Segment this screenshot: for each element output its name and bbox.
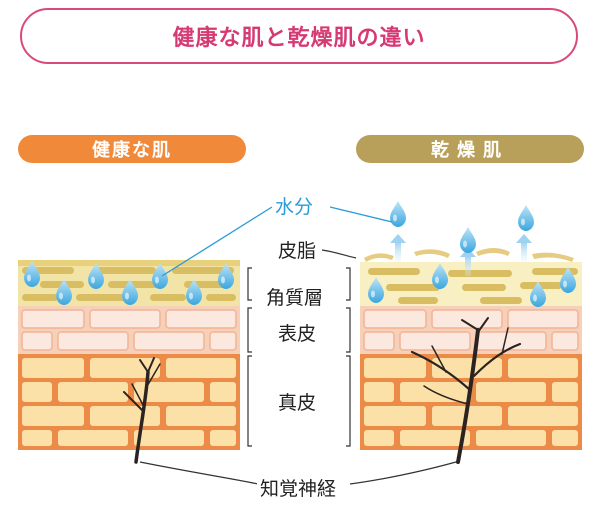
title-box: 健康な肌と乾燥肌の違い	[20, 8, 578, 64]
dry-skin-header: 乾燥肌	[356, 135, 584, 163]
water-leader-lines	[161, 206, 393, 277]
layer-brackets	[139, 249, 457, 485]
healthy-skin-header: 健康な肌	[18, 135, 246, 163]
water-label: 水分	[275, 196, 314, 218]
nerve-dry	[410, 317, 522, 464]
sensory-nerve-label: 知覚神経	[257, 474, 340, 501]
nerve-healthy	[123, 357, 161, 464]
dry-skin-section	[360, 201, 582, 464]
sebum-label: 皮脂	[275, 236, 320, 263]
healthy-skin-section	[18, 260, 240, 464]
page-title: 健康な肌と乾燥肌の違い	[172, 26, 426, 51]
dermis-label: 真皮	[275, 388, 320, 415]
epidermis-label: 表皮	[275, 319, 320, 346]
stratum-corneum-label: 角質層	[263, 283, 327, 310]
